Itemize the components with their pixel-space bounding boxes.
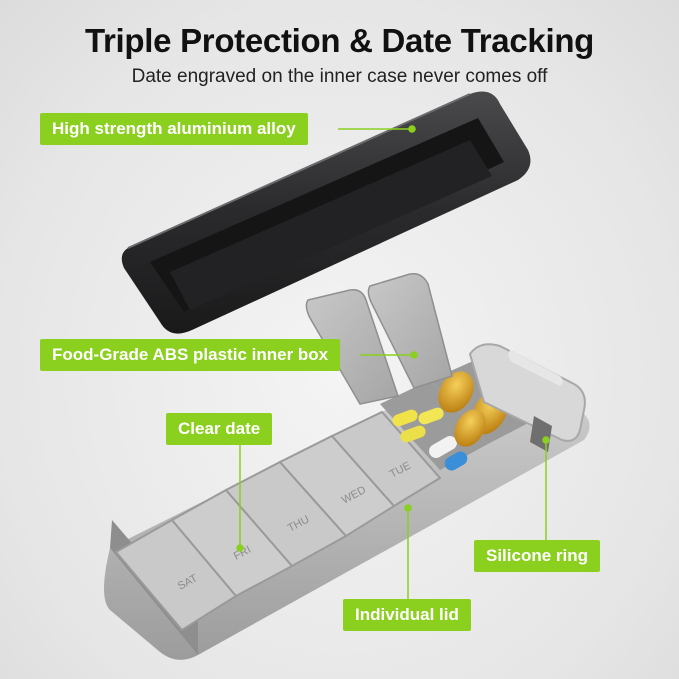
callout-abs-inner-box: Food-Grade ABS plastic inner box: [40, 339, 341, 371]
inner-pill-box: [104, 343, 590, 660]
page-title: Triple Protection & Date Tracking: [84, 22, 595, 59]
callout-aluminium-alloy: High strength aluminium alloy: [40, 113, 308, 145]
aluminium-case: [121, 91, 531, 334]
callout-silicone-ring: Silicone ring: [474, 540, 601, 572]
callout-clear-date: Clear date: [166, 413, 273, 445]
callout-individual-lid: Individual lid: [343, 599, 471, 631]
open-lids: [305, 272, 453, 405]
page-subtitle: Date engraved on the inner case never co…: [131, 66, 548, 87]
